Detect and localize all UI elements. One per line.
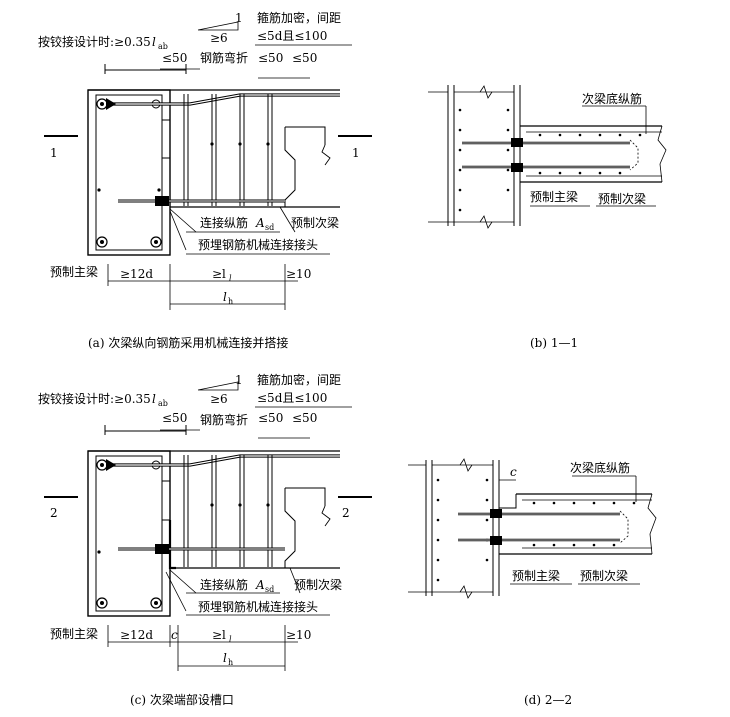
mechanical-coupler — [155, 544, 169, 554]
main-beam-label: 预制主梁 — [530, 189, 578, 204]
caption-d: (d) 2—2 — [524, 693, 572, 707]
hinge-note-symbol: l — [152, 35, 156, 49]
hinge-note-symbol: l — [152, 392, 156, 406]
le50-label: ≤50 — [292, 411, 317, 425]
connect-bar-label: 连接纵筋 — [200, 577, 248, 592]
dim-ll-subscript: l — [229, 274, 232, 283]
slope-denominator: ≥6 — [210, 31, 228, 45]
secondary-beam-label: 预制次梁 — [294, 577, 342, 592]
panel-d: c 次梁底纵筋 预制主梁 预制次梁 (d) 2—2 — [408, 458, 657, 707]
slope-denominator: ≥6 — [210, 392, 228, 406]
stirrup-title: 箍筋加密，间距 — [257, 10, 341, 25]
dim-lh-subscript: h — [228, 297, 233, 306]
le50-label: ≤50 — [292, 51, 317, 65]
dim-12d: ≥12d — [120, 267, 153, 281]
main-beam-stirrup — [95, 94, 163, 251]
slope-symbol — [197, 21, 239, 31]
bend-label: 钢筋弯折 — [200, 50, 248, 65]
caption-b: (b) 1—1 — [530, 336, 578, 350]
le50-label: ≤50 — [162, 411, 187, 425]
main-beam-section — [87, 89, 171, 256]
section-mark-label: 2 — [342, 506, 350, 520]
dim-10: ≥10 — [286, 628, 311, 642]
coupler-label: 预埋钢筋机械连接接头 — [198, 237, 318, 252]
dim-ll-subscript: l — [229, 635, 232, 644]
connect-bar-symbol: A — [255, 216, 265, 230]
bottom-bar-label: 次梁底纵筋 — [570, 460, 630, 475]
main-beam-section — [87, 450, 171, 617]
main-beam-label: 预制主梁 — [50, 626, 98, 641]
stirrup-spacing: ≤5d且≤100 — [257, 391, 327, 405]
secondary-beam-label: 预制次梁 — [580, 568, 628, 583]
connect-bar-subscript: sd — [265, 585, 274, 594]
dim-ll: ≥l — [212, 267, 226, 281]
dim-c: c — [510, 465, 517, 479]
connect-bar-label: 连接纵筋 — [200, 215, 248, 230]
dim-lh: l — [223, 651, 227, 665]
hinge-note-subscript: ab — [158, 399, 168, 408]
panel-c: 按铰接设计时:≥0.35 l ab 1 ≥6 箍筋加密，间距 ≤5d且≤100 … — [38, 372, 372, 707]
main-beam-label: 预制主梁 — [512, 568, 560, 583]
hinge-note: 按铰接设计时:≥0.35 — [38, 34, 151, 49]
connect-bar-subscript: sd — [265, 223, 274, 232]
slope-number: 1 — [235, 373, 243, 387]
coupler-label: 预埋钢筋机械连接接头 — [198, 599, 318, 614]
connect-bar-symbol: A — [255, 578, 265, 592]
bottom-bar-label: 次梁底纵筋 — [582, 91, 642, 106]
section-mark-label: 2 — [50, 506, 58, 520]
le50-label: ≤50 — [258, 51, 283, 65]
slope-number: 1 — [235, 11, 243, 25]
hinge-note-subscript: ab — [158, 42, 168, 51]
panel-b: 次梁底纵筋 预制主梁 预制次梁 (b) 1—1 — [428, 85, 667, 350]
stirrup-spacing: ≤5d且≤100 — [257, 29, 327, 43]
stirrup-title: 箍筋加密，间距 — [257, 372, 341, 387]
bend-label: 钢筋弯折 — [200, 412, 248, 427]
secondary-beam-label: 预制次梁 — [598, 191, 646, 206]
dim-12d: ≥12d — [120, 628, 153, 642]
section-mark-label: 1 — [352, 146, 360, 160]
mechanical-coupler — [155, 196, 169, 206]
main-beam-label: 预制主梁 — [50, 264, 98, 279]
le50-label: ≤50 — [162, 51, 187, 65]
dim-10: ≥10 — [286, 267, 311, 281]
dim-lh-subscript: h — [228, 658, 233, 667]
panel-a: 按铰接设计时:≥0.35 l ab 1 ≥6 箍筋加密，间距 ≤5d且≤100 … — [38, 10, 372, 350]
hinge-note: 按铰接设计时:≥0.35 — [38, 391, 151, 406]
top-longitudinal-bar — [108, 454, 340, 467]
end-notch — [168, 520, 176, 570]
caption-a: (a) 次梁纵向钢筋采用机械连接并搭接 — [88, 335, 288, 350]
dim-lh: l — [223, 290, 227, 304]
secondary-beam-label: 预制次梁 — [291, 215, 339, 230]
top-longitudinal-bar — [108, 93, 340, 106]
le50-label: ≤50 — [258, 411, 283, 425]
caption-c: (c) 次梁端部设槽口 — [130, 692, 234, 707]
main-beam-stirrup — [95, 455, 163, 612]
section-mark-label: 1 — [50, 146, 58, 160]
dim-ll: ≥l — [212, 628, 226, 642]
dim-c: c — [171, 628, 178, 642]
slope-symbol — [197, 381, 239, 391]
